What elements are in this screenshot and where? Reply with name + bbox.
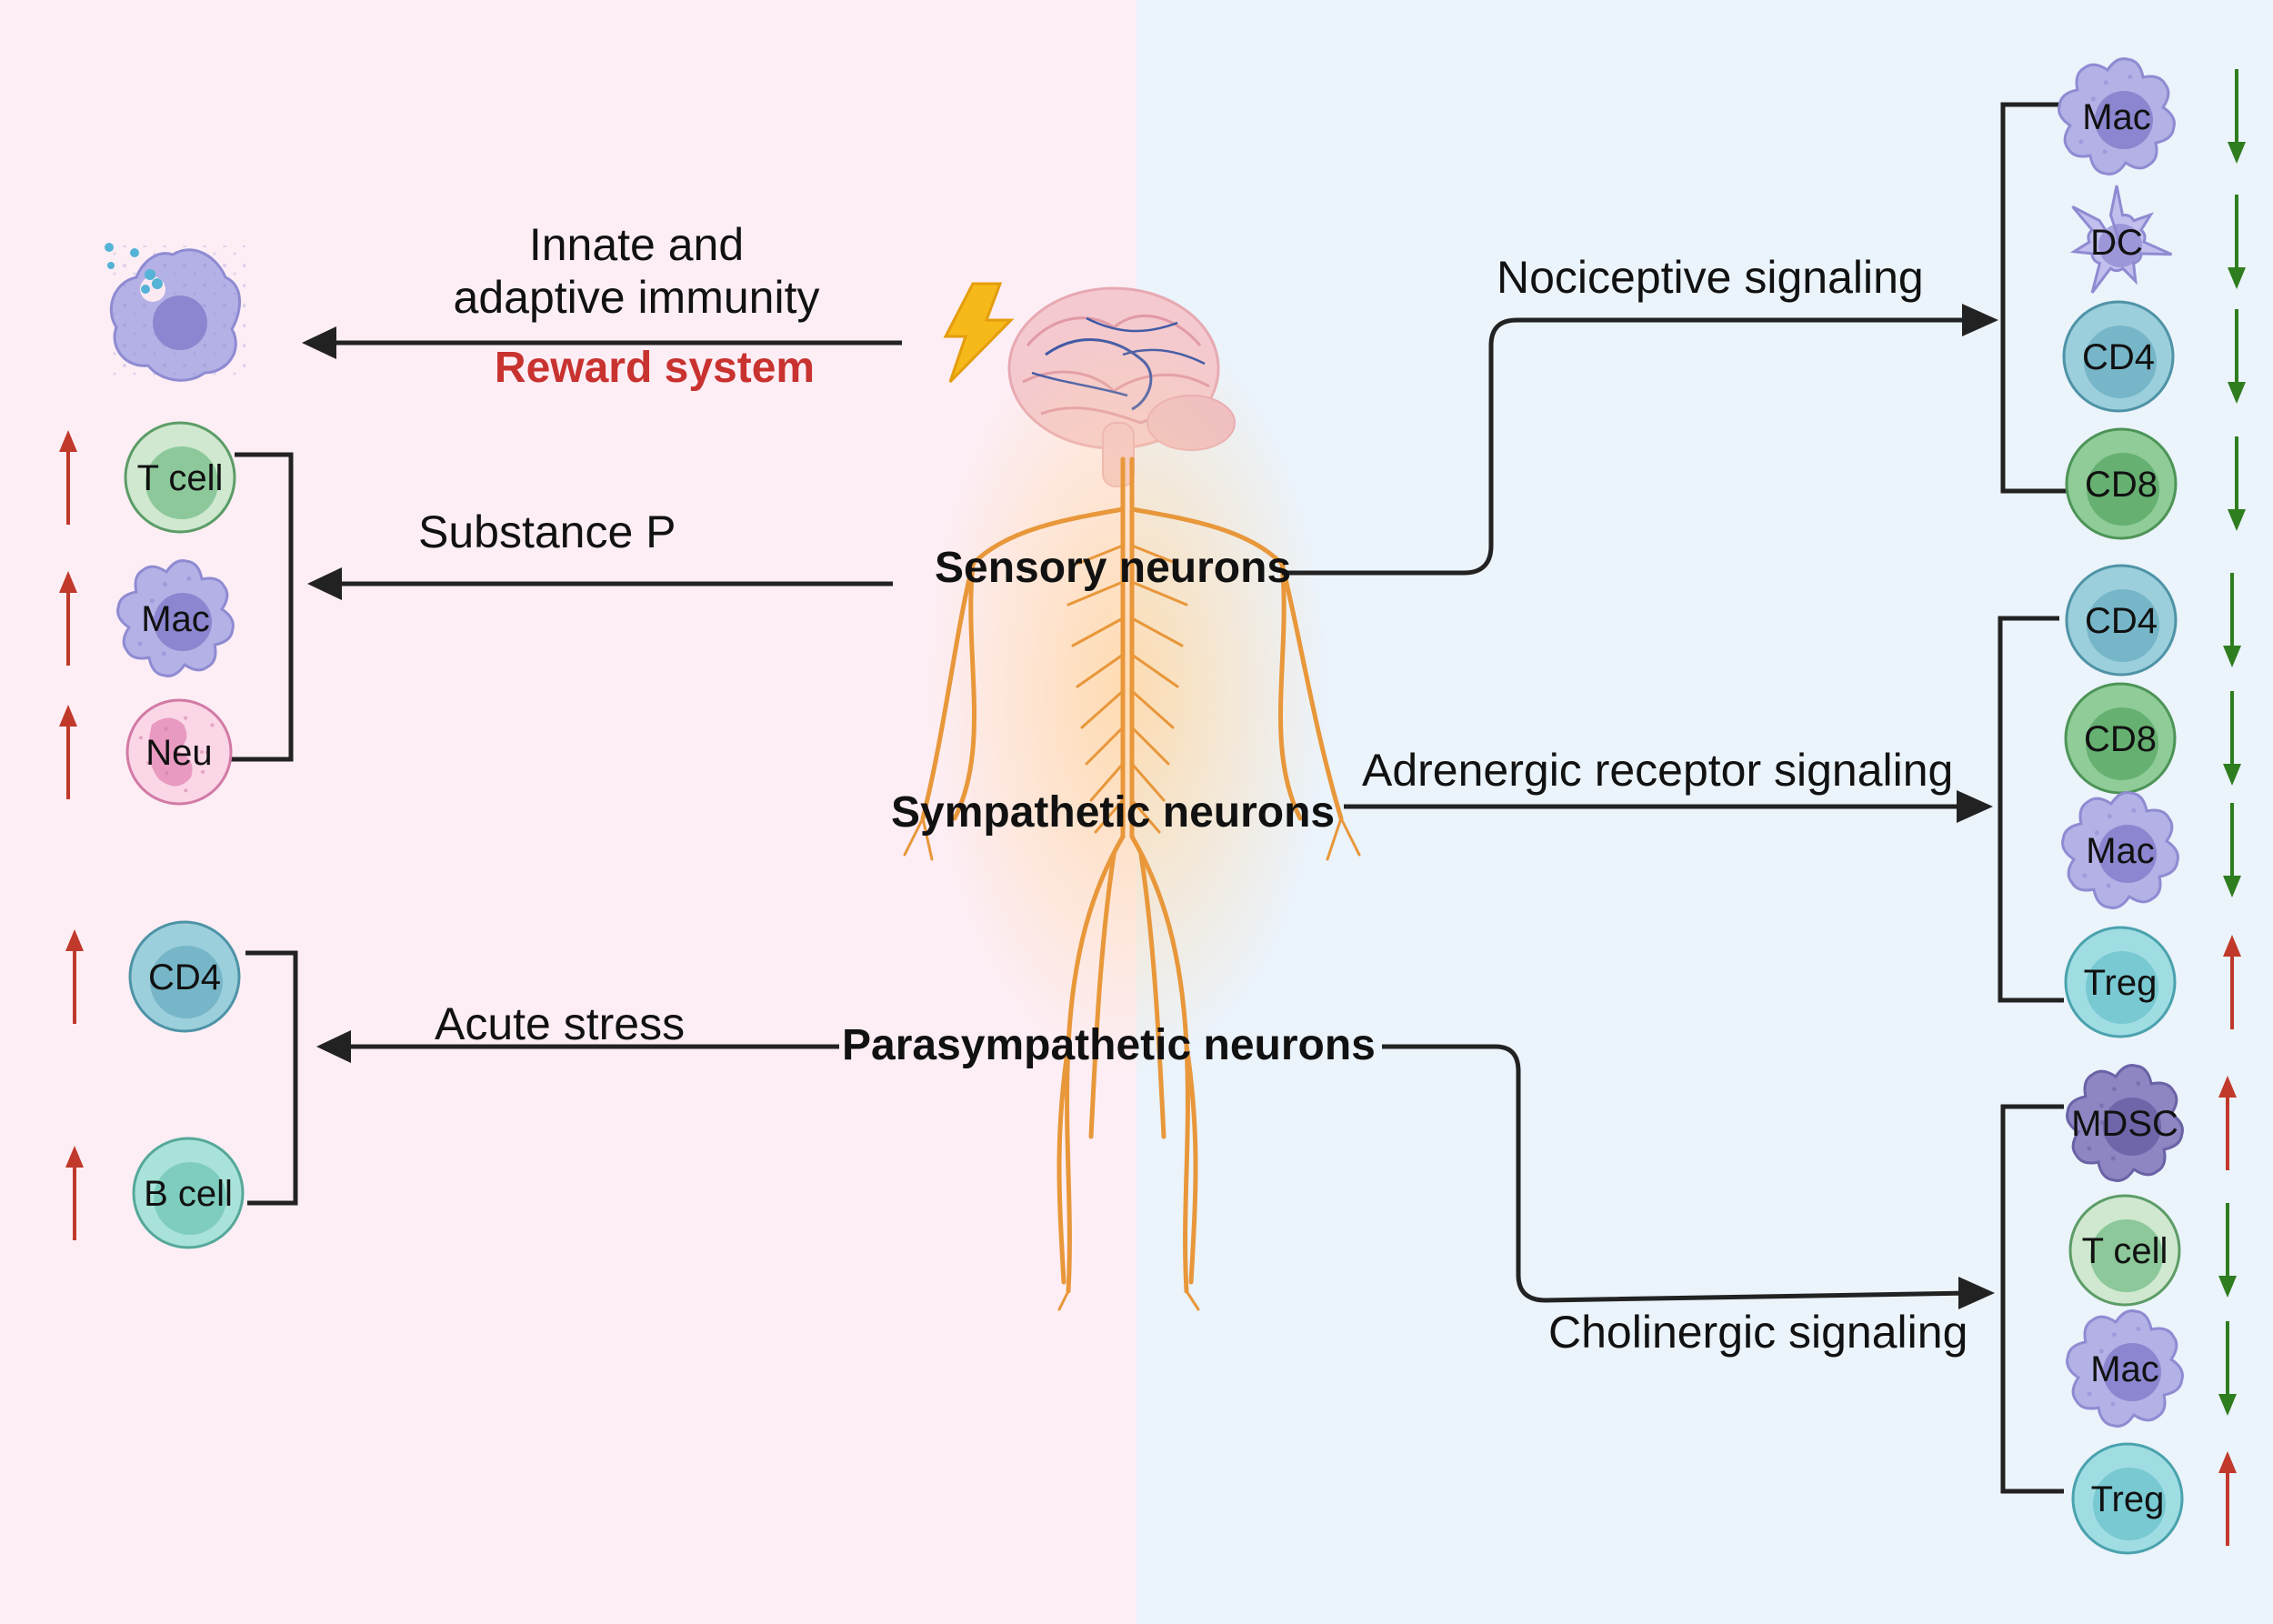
cholinergic-signaling-label: Cholinergic signaling	[1548, 1307, 1968, 1358]
direction-arrows-layer	[59, 69, 2246, 1546]
cholinergic-t-cell-cell: T cell	[2068, 1194, 2181, 1307]
arrowheads	[302, 304, 1998, 1309]
nociceptive-arrow-line	[1282, 317, 1973, 576]
substance-p-bracket	[216, 452, 294, 762]
acute-stress-bracket	[245, 950, 298, 1206]
acute-stress-b-cell-cell-label: B cell	[144, 1174, 233, 1214]
substance-p-t-cell-cell: T cell	[124, 421, 236, 534]
nociceptive-dc-cell: DC	[2069, 185, 2173, 294]
nociceptive-dc-down-arrow	[2228, 195, 2246, 289]
adrenergic-cd4-cell-label: CD4	[2085, 601, 2158, 641]
lightning-icon	[943, 282, 1015, 384]
substance-p-mac-cell-label: Mac	[141, 599, 210, 639]
nociceptive-mac-cell-label: Mac	[2082, 97, 2151, 137]
substance-p-t-cell-up-arrow	[59, 430, 77, 525]
cholinergic-mac-cell-label: Mac	[2090, 1349, 2159, 1389]
nociceptive-cd8-cell: CD8	[2065, 427, 2178, 540]
substance-p-neu-cell: Neu	[125, 698, 233, 806]
nociceptive-cd8-down-arrow	[2228, 436, 2246, 531]
sympathetic-neurons-label: Sympathetic neurons	[891, 788, 1336, 837]
cholinergic-treg-up-arrow	[2218, 1451, 2237, 1546]
substance-p-t-cell-cell-label: T cell	[137, 458, 224, 498]
acute-stress-b-cell-cell: B cell	[132, 1137, 245, 1249]
substance-p-neu-cell-label: Neu	[145, 733, 212, 773]
nociceptive-cd4-down-arrow	[2228, 309, 2246, 404]
acute-stress-label: Acute stress	[435, 998, 686, 1049]
nociceptive-bracket	[2000, 102, 2068, 494]
nociceptive-dc-cell-label: DC	[2090, 223, 2143, 263]
adrenergic-bracket	[1998, 616, 2064, 1003]
cholinergic-mdsc-cell-label: MDSC	[2071, 1104, 2178, 1144]
cholinergic-mdsc-cell: MDSC	[2066, 1064, 2184, 1182]
acute-stress-cd4-cell-label: CD4	[148, 957, 221, 997]
adrenergic-cd8-cell: CD8	[2064, 682, 2177, 795]
adrenergic-mac-cell: Mac	[2061, 791, 2179, 909]
nociceptive-signaling-label: Nociceptive signaling	[1497, 252, 1924, 303]
cholinergic-mac-cell: Mac	[2066, 1309, 2184, 1428]
connector-lines	[216, 102, 2068, 1494]
nociceptive-cd4-cell-label: CD4	[2082, 337, 2155, 377]
substance-p-mac-cell: Mac	[116, 559, 235, 677]
substance-p-label: Substance P	[418, 506, 676, 557]
adrenergic-signaling-label: Adrenergic receptor signaling	[1362, 745, 1954, 796]
nociceptive-mac-cell: Mac	[2058, 57, 2176, 175]
cholinergic-t-cell-cell-label: T cell	[2082, 1231, 2168, 1271]
substance-p-neu-up-arrow	[59, 705, 77, 799]
macrophage-with-particles-icon	[105, 243, 245, 382]
cholinergic-bracket	[2000, 1104, 2064, 1494]
adrenergic-cd8-cell-label: CD8	[2084, 719, 2157, 759]
nociceptive-cd4-cell: CD4	[2062, 300, 2175, 413]
cholinergic-mac-down-arrow	[2218, 1321, 2237, 1416]
nociceptive-mac-down-arrow	[2228, 69, 2246, 164]
acute-stress-cd4-cell: CD4	[128, 920, 241, 1033]
adrenergic-cd8-down-arrow	[2223, 691, 2241, 786]
cholinergic-mdsc-up-arrow	[2218, 1076, 2237, 1170]
adrenergic-treg-up-arrow	[2223, 935, 2241, 1029]
reward-label-line1: Innate and	[528, 219, 745, 270]
adrenergic-treg-cell: Treg	[2064, 926, 2177, 1038]
cholinergic-treg-cell-label: Treg	[2091, 1479, 2165, 1519]
nervous-system-body-icon	[903, 309, 1361, 1311]
adrenergic-cd4-cell: CD4	[2065, 564, 2178, 677]
substance-p-mac-up-arrow	[59, 571, 77, 666]
adrenergic-treg-cell-label: Treg	[2084, 963, 2158, 1003]
adrenergic-cd4-down-arrow	[2223, 573, 2241, 667]
cholinergic-arrow-line	[1382, 1044, 1974, 1303]
acute-stress-cd4-up-arrow	[65, 929, 84, 1024]
acute-stress-b-cell-up-arrow	[65, 1146, 84, 1240]
cholinergic-t-cell-down-arrow	[2218, 1203, 2237, 1298]
cholinergic-treg-cell: Treg	[2071, 1442, 2184, 1555]
reward-system-label: Reward system	[494, 344, 816, 392]
sensory-neurons-label: Sensory neurons	[935, 544, 1292, 592]
nociceptive-cd8-cell-label: CD8	[2085, 465, 2158, 505]
parasympathetic-neurons-label: Parasympathetic neurons	[842, 1021, 1376, 1069]
adrenergic-mac-cell-label: Mac	[2086, 831, 2155, 871]
reward-label-line2: adaptive immunity	[453, 272, 820, 323]
adrenergic-mac-down-arrow	[2223, 803, 2241, 897]
